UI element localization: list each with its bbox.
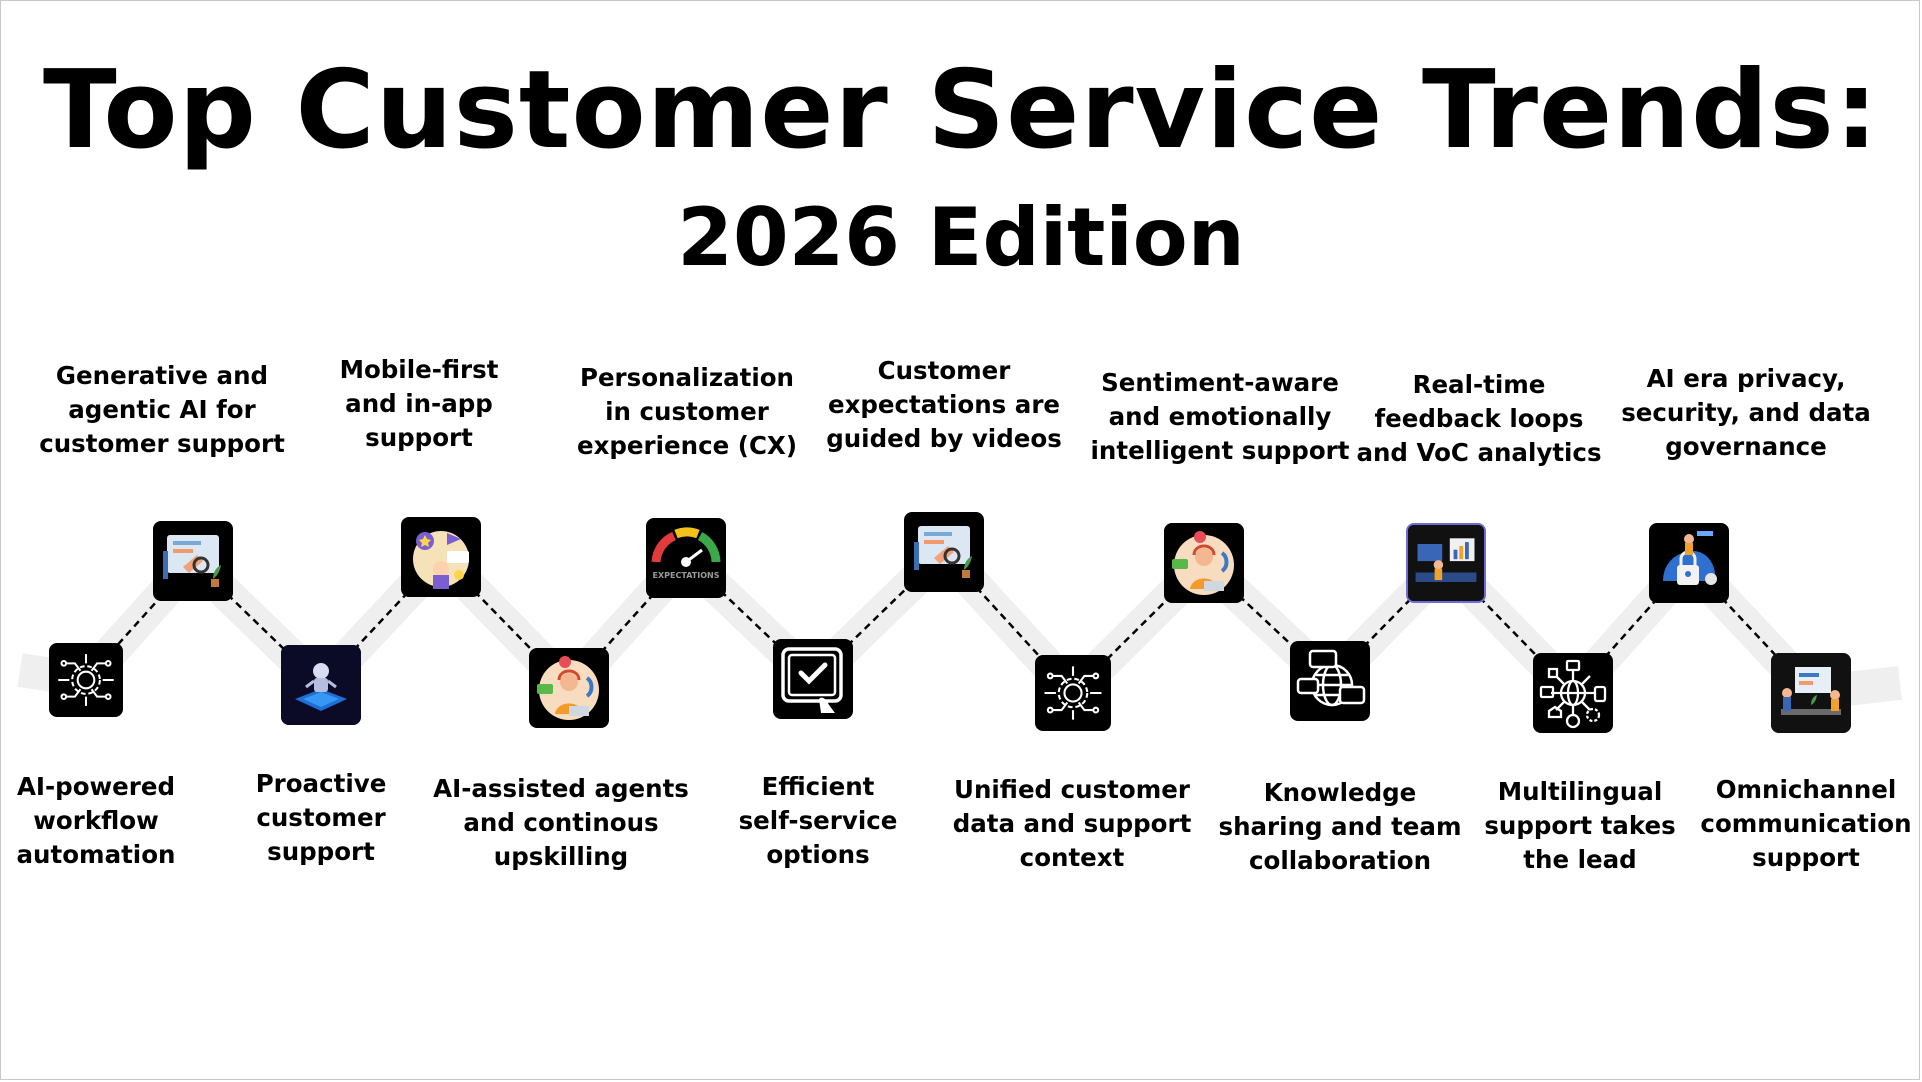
trend-node-privacy <box>1649 523 1729 603</box>
trend-label-agents: AI-assisted agents and continous upskill… <box>433 774 689 871</box>
trend-label-sentiment: Sentiment-aware and emotionally intellig… <box>1090 368 1350 465</box>
trend-node-knowledge <box>1290 641 1370 721</box>
trend-label-personalization: Personalization in customer experience (… <box>576 363 798 460</box>
gauge-label: EXPECTATIONS <box>653 571 720 580</box>
support-agent-headset-icon <box>1172 531 1234 595</box>
trend-node-personalization: EXPECTATIONS <box>646 518 726 598</box>
expectations-gauge-icon: EXPECTATIONS <box>651 527 721 580</box>
trend-node-sentiment <box>1164 523 1244 603</box>
feedback-analytics-illustration-icon <box>1408 525 1484 601</box>
gear-circuit-icon <box>1044 666 1102 720</box>
trend-node-omnichannel <box>1771 653 1851 733</box>
trend-label-privacy: AI era privacy, security, and data gover… <box>1621 364 1871 461</box>
robot-laptop-icon <box>281 645 361 725</box>
trend-label-self-service: Efficient self-service options <box>738 772 898 869</box>
checkmark-tablet-icon <box>781 647 843 713</box>
trend-label-multilingual: Multilingual support takes the lead <box>1484 777 1676 874</box>
trend-node-agents <box>529 648 609 728</box>
support-agent-headset-icon <box>537 656 599 720</box>
trend-node-self-service <box>773 639 853 719</box>
trend-node-mobile <box>401 517 481 597</box>
trend-label-unified-data: Unified customer data and support contex… <box>952 775 1192 872</box>
gear-circuit-icon <box>58 654 114 706</box>
globe-network-icon <box>1539 659 1607 729</box>
trend-node-videos <box>904 512 984 592</box>
trend-label-omnichannel: Omnichannel communication support <box>1700 775 1912 872</box>
trend-node-multilingual <box>1533 653 1613 733</box>
trend-label-automation: AI-powered workflow automation <box>16 772 176 869</box>
video-guide-illustration-icon <box>914 526 972 578</box>
page-subtitle: 2026 Edition <box>677 191 1245 284</box>
trend-node-feedback <box>1406 523 1486 603</box>
trend-node-proactive <box>281 645 361 725</box>
trend-label-feedback: Real-time feedback loops and VoC analyti… <box>1356 370 1602 467</box>
trend-node-automation <box>49 643 123 717</box>
ai-assistant-illustration-icon <box>163 535 221 587</box>
trend-node-unified-data <box>1035 655 1111 731</box>
trend-label-knowledge: Knowledge sharing and team collaboration <box>1218 778 1462 875</box>
team-communication-illustration-icon <box>1771 653 1851 733</box>
mobile-app-illustration-icon <box>413 531 469 589</box>
trend-label-generative-ai: Generative and agentic AI for customer s… <box>39 361 285 458</box>
trend-label-proactive: Proactive customer support <box>255 769 387 866</box>
security-lock-illustration-icon <box>1663 531 1717 585</box>
globe-chat-icon <box>1296 649 1366 707</box>
trend-node-generative-ai <box>153 521 233 601</box>
trend-label-mobile: Mobile-first and in-app support <box>339 355 499 452</box>
page-title: Top Customer Service Trends: <box>43 48 1879 173</box>
trend-label-videos: Customer expectations are guided by vide… <box>826 356 1062 453</box>
